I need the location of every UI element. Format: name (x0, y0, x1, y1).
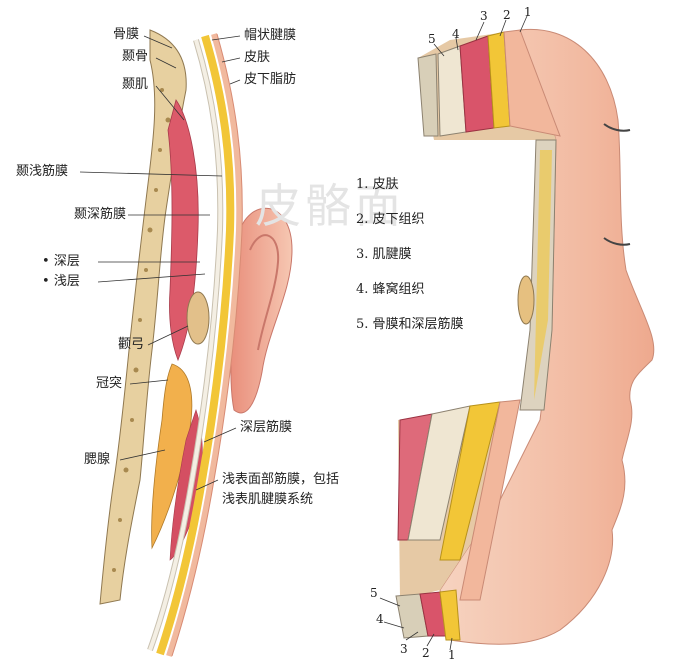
label-deep-fascia: 深层筋膜 (240, 420, 293, 435)
bullet-icon: • (42, 274, 50, 289)
ear (230, 207, 293, 414)
label-skin: 皮肤 (244, 50, 271, 65)
label-deep-layer-text: 深层 (53, 254, 80, 269)
label-galea: 帽状腱膜 (244, 28, 297, 43)
label-zygomatic-arch: 颧弓 (118, 337, 145, 352)
left-cross-section (79, 29, 293, 657)
label-temporalis: 颞肌 (122, 77, 149, 92)
bullet-icon: • (42, 254, 50, 269)
layer-legend: 1. 皮肤 2. 皮下组织 3. 肌腱膜 4. 蜂窝组织 5. 骨膜和深层筋膜 (356, 176, 464, 351)
skin-layer (166, 33, 243, 657)
layer-number-1-top: 1 (524, 5, 532, 19)
layer-number-3-top: 3 (480, 9, 488, 23)
subcutaneous-fat-layer (156, 34, 235, 656)
label-subcutaneous-fat: 皮下脂肪 (244, 72, 297, 87)
label-coronoid: 冠突 (96, 376, 123, 391)
layer-number-5-top: 5 (428, 32, 436, 46)
face-profile (439, 28, 655, 645)
layer-number-2-bottom: 2 (422, 646, 430, 660)
watermark: 皮骼面 (255, 179, 405, 233)
leader-lines-right (379, 15, 528, 651)
label-periosteum: 骨膜 (113, 27, 140, 42)
label-deep-temporal-fascia: 颞深筋膜 (74, 207, 127, 222)
layer-number-4-top: 4 (452, 27, 460, 41)
layer-number-1-bottom: 1 (448, 648, 456, 662)
bone-texture (112, 88, 171, 572)
legend-item-periosteum-deep-fascia: 5. 骨膜和深层筋膜 (356, 317, 464, 332)
label-parotid: 腮腺 (84, 452, 111, 467)
label-deep-layer: • 深层 (42, 254, 80, 270)
zygomatic-arch (186, 291, 210, 345)
legend-item-areolar: 4. 蜂窝组织 (356, 282, 425, 297)
legend-item-skin: 1. 皮肤 (356, 177, 399, 192)
legend-item-subcutaneous: 2. 皮下组织 (356, 212, 425, 227)
layer-number-3-bottom: 3 (400, 642, 408, 656)
legend-item-musculoaponeurotic: 3. 肌腱膜 (356, 247, 412, 262)
leader-lines-left (79, 35, 241, 491)
layer-number-2-top: 2 (503, 8, 511, 22)
label-smas-line1: 浅表面部筋膜，包括 (222, 472, 340, 487)
label-superficial-layer: • 浅层 (42, 274, 80, 290)
label-superficial-temporal-fascia: 颞浅筋膜 (16, 164, 69, 179)
coronoid-process (151, 363, 193, 550)
right-face-diagram (379, 15, 655, 651)
temporalis-muscle (167, 99, 199, 362)
label-superficial-layer-text: 浅层 (53, 274, 80, 289)
label-temporal-bone: 颞骨 (122, 49, 149, 64)
layer-number-5-bottom: 5 (370, 586, 378, 600)
layer-number-4-bottom: 4 (376, 612, 384, 626)
label-smas-line2: 浅表肌腱膜系统 (222, 492, 314, 507)
